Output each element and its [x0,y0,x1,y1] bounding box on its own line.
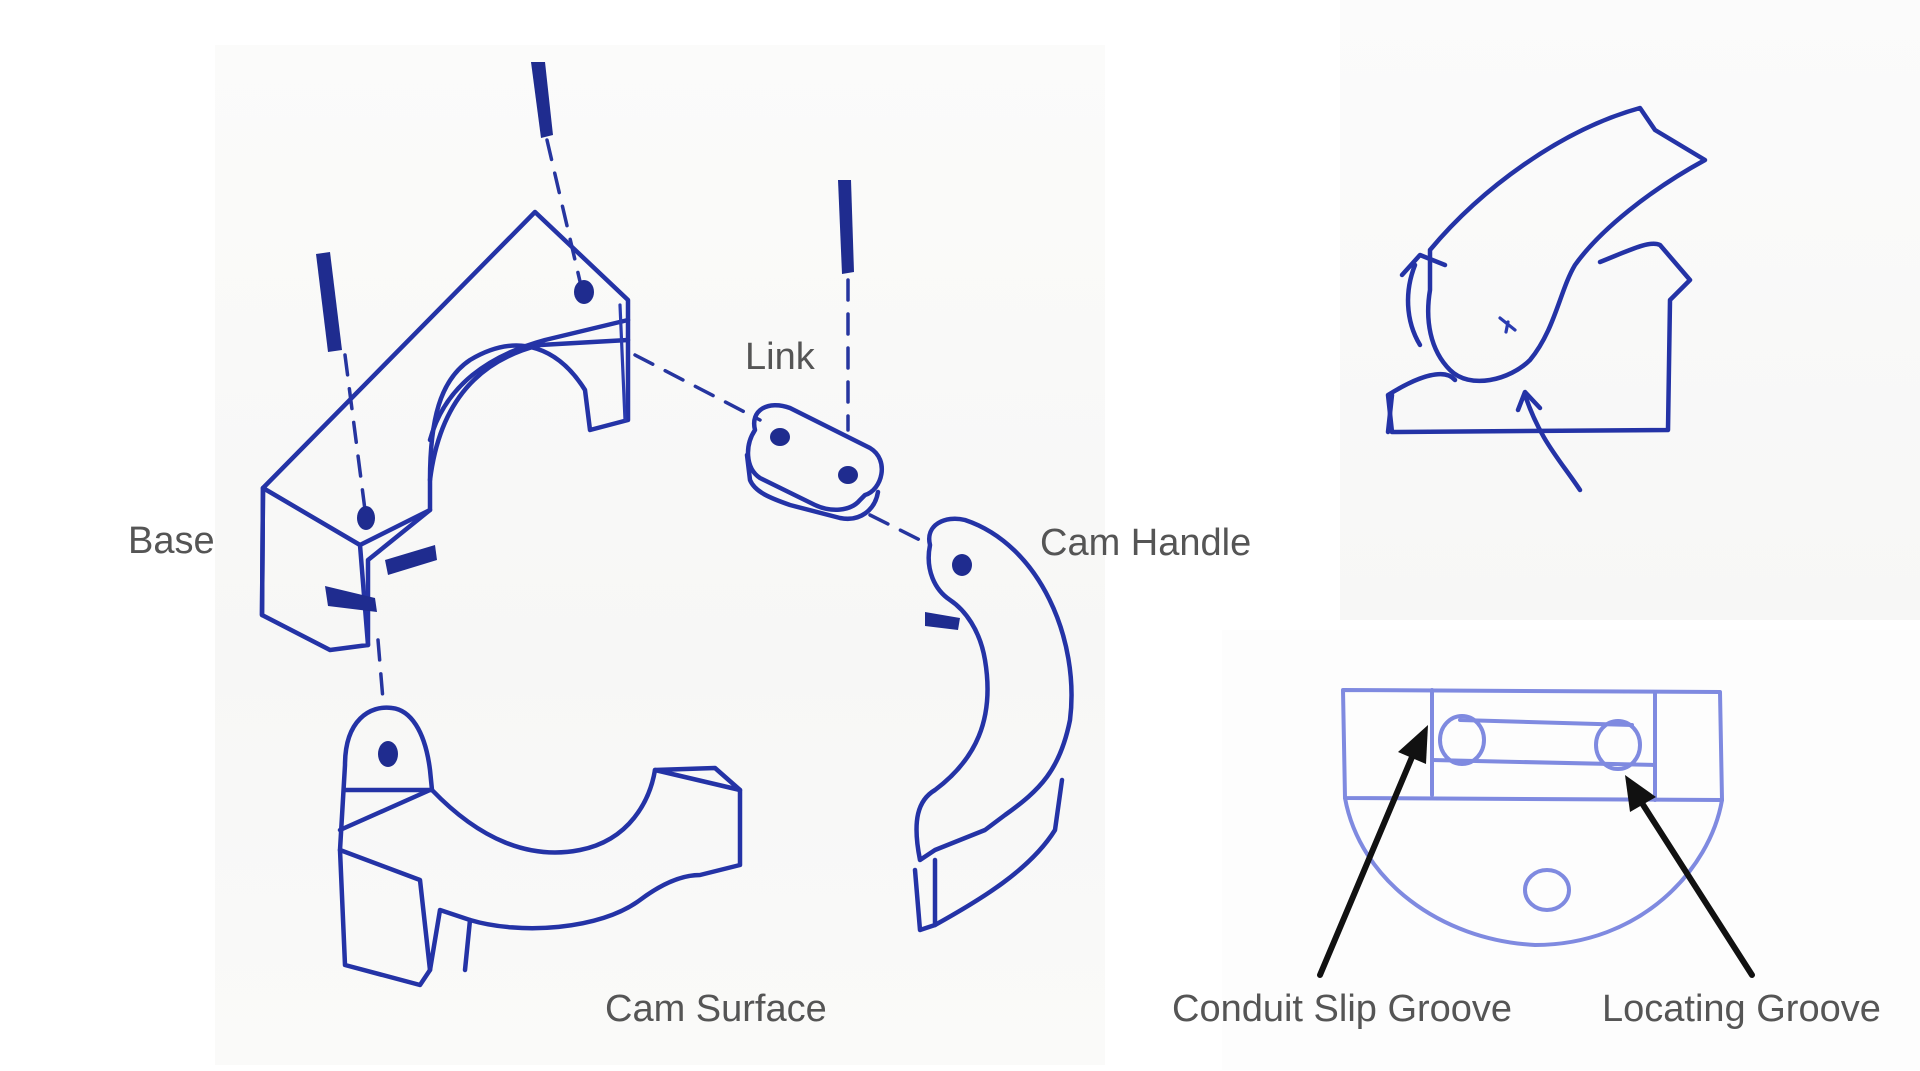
handle-hole [952,554,972,576]
pin-mark-right [838,180,854,274]
cam-handle-part-sketch [912,516,1074,933]
cam-surface-label: Cam Surface [605,988,827,1030]
locating-groove-circle [1594,719,1642,771]
link-hole-right [838,466,858,484]
groove-end-view-sketch [1341,688,1724,947]
pin-mark-left [316,252,342,352]
pivot-hole-circle [1523,868,1571,912]
conduit-slip-groove-circle [1438,714,1486,766]
cam-surface-part-sketch [337,705,743,988]
conduit-slip-groove-arrow [1317,747,1418,978]
sketch-paper-top-right [1340,0,1920,620]
link-hole-left [770,428,790,446]
pin-mark-top [531,62,553,138]
base-label: Base [128,520,215,562]
link-label: Link [745,336,815,378]
base-hole-left [357,506,375,530]
locating-groove-label: Locating Groove [1602,988,1881,1030]
conduit-slip-groove-label: Conduit Slip Groove [1172,988,1513,1030]
assembly-guide-lines [316,62,932,702]
dash-line-base-cam [376,638,385,702]
base-hole-top [574,280,594,304]
cam-surface-hole [378,741,398,767]
cam-action-detail-sketch [1385,105,1708,493]
link-part-sketch [744,403,884,522]
locating-groove-arrow [1637,797,1755,978]
callout-arrows [1317,725,1755,978]
dash-line-top [545,138,584,292]
sketch-paper-left [215,45,1105,1065]
dash-line-link-handle [868,513,932,547]
dash-line-left [343,353,367,512]
sketch-paper-bottom-right [1222,630,1920,1070]
base-slot [325,586,377,612]
cam-handle-label: Cam Handle [1040,522,1252,564]
dash-line-base-link [633,353,762,422]
base-part-sketch [259,209,631,653]
